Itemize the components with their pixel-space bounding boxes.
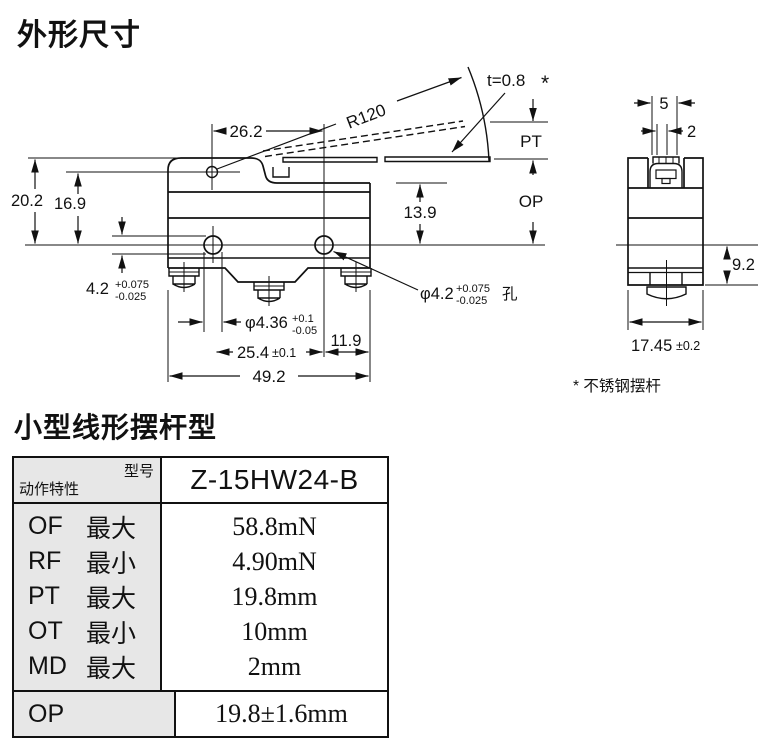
- page-title: 外形尺寸: [17, 19, 141, 52]
- lever-thickness-label: t=0.8: [487, 71, 525, 90]
- characteristic-labels-column: OF 最大 RF 最小 PT 最大 OT 最小 MD 最大: [14, 504, 162, 690]
- char-qualifier: 最小: [86, 619, 137, 648]
- slot-height-tol-minus: -0.025: [115, 291, 146, 303]
- dim-11-9-label: 11.9: [331, 332, 362, 350]
- char-code: MD: [28, 652, 67, 680]
- char-code: OF: [28, 512, 63, 540]
- table-row-label: MD 最大: [14, 649, 160, 684]
- model-header-label: 型号: [123, 463, 154, 480]
- characteristics-header-label: 动作特性: [19, 481, 80, 498]
- slot-width-label: φ4.36: [245, 314, 288, 332]
- table-row-label: OF 最大: [14, 509, 160, 544]
- side-view-switch-body: [616, 156, 758, 306]
- char-code: RF: [28, 547, 62, 575]
- front-view-switch-body: [25, 124, 545, 357]
- table-row-label: PT 最大: [14, 579, 160, 614]
- dim-2-label: 2: [687, 123, 696, 141]
- side-lever-mechanism: [649, 156, 683, 188]
- dim-16-9-label: 16.9: [54, 195, 86, 213]
- table-row-value: 2mm: [247, 651, 302, 681]
- dim-20-2-label: 20.2: [11, 192, 43, 210]
- dim-26-2-label: 26.2: [229, 122, 262, 141]
- char-code: PT: [28, 582, 60, 610]
- char-qualifier: 最小: [86, 549, 137, 578]
- char-qualifier: 最大: [86, 514, 137, 543]
- pretravel-label: PT: [520, 132, 542, 151]
- lever-bar-segment: [282, 156, 378, 163]
- table-row-value: 58.8mN: [232, 511, 317, 541]
- spec-table: 型号 动作特性 Z-15HW24-B OF 最大 RF 最小 PT 最大 OT 最小 M…: [12, 456, 389, 738]
- table-row-value: 10mm: [241, 616, 308, 646]
- hole-suffix-label: 孔: [502, 285, 518, 303]
- op-row: OP 19.8±1.6mm: [14, 692, 387, 736]
- slot-height-label: 4.2: [86, 280, 109, 298]
- char-qualifier: 最大: [86, 654, 137, 683]
- spec-table-body: OF 最大 RF 最小 PT 最大 OT 最小 MD 最大 58.8mN 4.90mN 1…: [14, 504, 387, 692]
- lever-swing-arc: [467, 66, 490, 162]
- model-number: Z-15HW24-B: [190, 464, 359, 495]
- hole-dia-tol-plus: +0.075: [456, 283, 490, 295]
- table-row-value: 19.8mm: [231, 581, 318, 611]
- dim-13-9-label: 13.9: [403, 203, 436, 222]
- dim-25-4-tol: ±0.1: [272, 346, 296, 360]
- side-terminal-screw: [646, 260, 687, 306]
- header-corner-cell: 型号 动作特性: [14, 458, 162, 502]
- dim-49-2-label: 49.2: [252, 367, 285, 386]
- dimension-drawing: R120 t=0.8 * 26.2 PT OP 13.9 20.2 16.9: [8, 66, 758, 395]
- terminal-screw-center: [253, 276, 285, 306]
- lever-pivot-hole: [205, 165, 219, 179]
- op-row-value: 19.8±1.6mm: [215, 699, 348, 728]
- operating-position-label: OP: [519, 192, 544, 211]
- terminal-screw-left: [168, 262, 200, 292]
- footnote-star: *: [541, 72, 549, 95]
- dim-25-4-label: 25.4: [237, 344, 269, 362]
- dim-5-label: 5: [659, 95, 668, 113]
- char-code: OT: [28, 617, 63, 645]
- char-qualifier: 最大: [86, 584, 137, 613]
- dim-9-2-label: 9.2: [732, 256, 755, 274]
- spec-table-header: 型号 动作特性 Z-15HW24-B: [14, 458, 387, 504]
- op-row-label: OP: [14, 692, 176, 736]
- dim-17-45-tol: ±0.2: [676, 339, 700, 353]
- table-row-label: RF 最小: [14, 544, 160, 579]
- stainless-lever-footnote: * 不锈钢摆杆: [573, 377, 661, 395]
- slot-width-tol-minus: -0.05: [292, 325, 317, 337]
- side-dimensions: 5 2 9.2 17.45 ±0.2: [627, 93, 757, 358]
- section-title: 小型线形摆杆型: [14, 412, 218, 443]
- hole-dia-label: φ4.2: [420, 285, 454, 303]
- table-row-label: OT 最小: [14, 614, 160, 649]
- radius-label: R120: [344, 100, 389, 132]
- lever-free-position: [262, 120, 464, 152]
- front-dimensions: R120 t=0.8 * 26.2 PT OP 13.9 20.2 16.9: [8, 69, 551, 389]
- characteristic-values-column: 58.8mN 4.90mN 19.8mm 10mm 2mm: [162, 504, 387, 690]
- lever-free-position: [264, 125, 466, 158]
- hole-dia-tol-minus: -0.025: [456, 295, 487, 307]
- dim-17-45-label: 17.45: [631, 337, 672, 355]
- lever-bar-segment: [384, 156, 491, 163]
- mounting-hole-right: [314, 235, 334, 255]
- slot-width-tol-plus: +0.1: [292, 313, 314, 325]
- slot-height-tol-plus: +0.075: [115, 279, 149, 291]
- lever: [262, 66, 491, 163]
- terminal-screw-right: [340, 262, 372, 292]
- table-row-value: 4.90mN: [232, 546, 317, 576]
